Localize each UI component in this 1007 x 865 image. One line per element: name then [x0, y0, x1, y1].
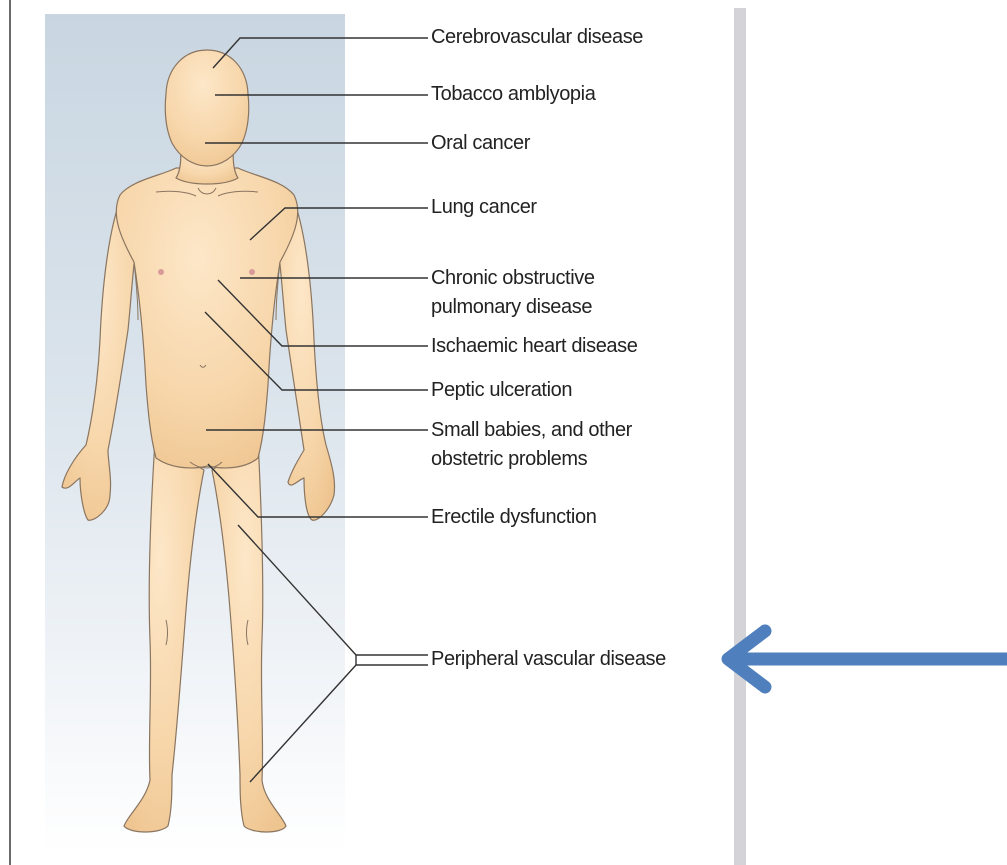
label-small-babies-line2: obstetric problems: [431, 445, 587, 474]
leader-cerebrovascular: [213, 38, 428, 68]
label-copd-line2: pulmonary disease: [431, 293, 592, 322]
label-peripheral-vascular-disease: Peripheral vascular disease: [431, 645, 666, 674]
right-leg: [212, 440, 286, 832]
leader-pvd-lower: [250, 665, 428, 782]
label-ischaemic-heart-disease: Ischaemic heart disease: [431, 332, 637, 361]
label-peptic-ulceration: Peptic ulceration: [431, 376, 572, 405]
left-leg: [124, 440, 204, 832]
torso: [116, 168, 297, 468]
head: [165, 50, 249, 166]
label-small-babies-line1: Small babies, and other: [431, 416, 632, 445]
label-cerebrovascular-disease: Cerebrovascular disease: [431, 23, 643, 52]
label-lung-cancer: Lung cancer: [431, 193, 537, 222]
label-erectile-dysfunction: Erectile dysfunction: [431, 503, 596, 532]
label-tobacco-amblyopia: Tobacco amblyopia: [431, 80, 595, 109]
label-copd-line1: Chronic obstructive: [431, 264, 595, 293]
arrow-left-icon: [728, 631, 1007, 687]
leader-pvd-upper: [238, 525, 428, 655]
label-oral-cancer: Oral cancer: [431, 129, 530, 158]
